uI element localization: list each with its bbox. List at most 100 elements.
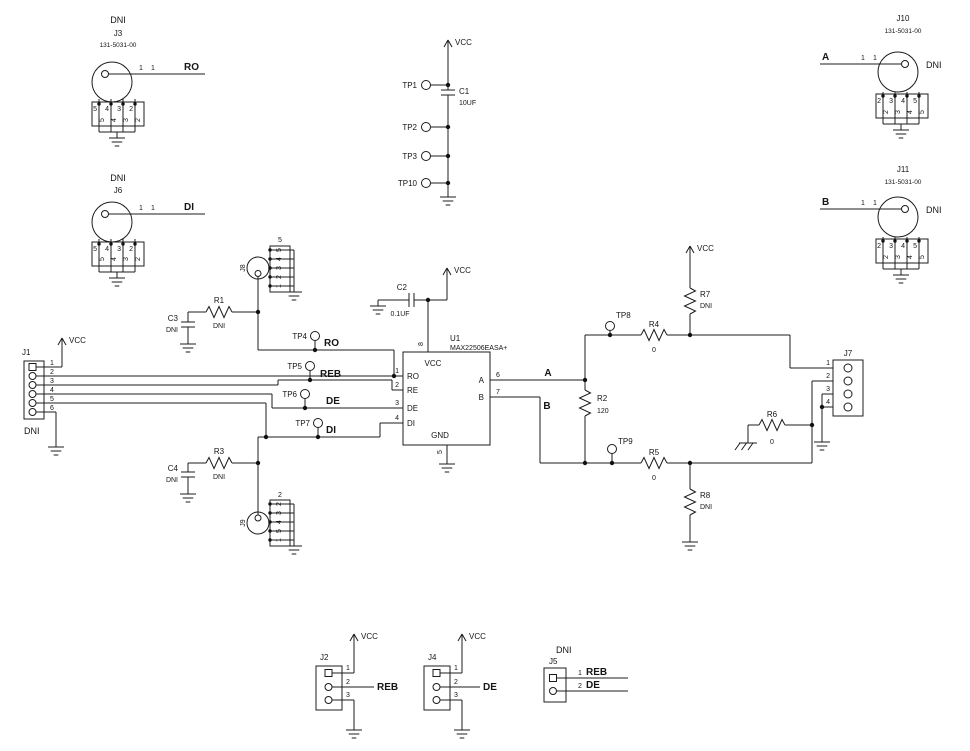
j10-pin-number: 1 — [873, 55, 877, 62]
j11-dni-label: DNI — [926, 205, 942, 215]
j8-top-pin-label: 5 — [278, 237, 282, 244]
u1-pin4-number: 4 — [395, 415, 399, 422]
c2-decoupling: VCC C2 0.1UF — [369, 266, 471, 318]
r6-value: 0 — [770, 439, 774, 446]
j11-jack-body — [877, 196, 919, 238]
tp8-label: TP8 — [616, 311, 631, 320]
jack-j6: DNI J6 1 1 DI 5 4 3 2 5 4 3 2 — [91, 173, 205, 287]
j3-shield-pin-label-rot: 4 — [111, 118, 118, 122]
u1-pin8-number: 8 — [418, 342, 425, 346]
c4-ref: C4 — [168, 464, 179, 473]
vcc-label: VCC — [361, 632, 378, 641]
tp9-label: TP9 — [618, 437, 633, 446]
tp1-label: TP1 — [402, 81, 417, 90]
tp10-label: TP10 — [398, 179, 418, 188]
j5-body — [543, 667, 567, 703]
j3-pin-number: 1 — [139, 65, 143, 72]
j11-part-number: 131-5031-00 — [885, 179, 922, 186]
j9-pin-label-rot: 3 — [276, 511, 283, 515]
j10-shield-pin-label-rot: 4 — [907, 110, 914, 114]
c1-value: 10UF — [459, 100, 476, 107]
tp3-label: TP3 — [402, 152, 417, 161]
j7-pin-label: 4 — [826, 399, 830, 406]
j3-ref: J3 — [114, 29, 123, 38]
u1-a-pin-label: A — [479, 376, 485, 385]
c1-ref: C1 — [459, 87, 470, 96]
net-label-ro: RO — [324, 338, 339, 349]
u1-pin3-number: 3 — [395, 400, 399, 407]
j6-shield-pin-label: 5 — [93, 246, 97, 253]
j8-pin-label-rot: 4 — [276, 257, 283, 261]
j11-shield-pin-label: 2 — [877, 243, 881, 250]
j11-footprint — [875, 238, 929, 264]
r6-ref: R6 — [767, 410, 778, 419]
connector-j1: J1 1 2 3 4 5 6 DNI VCC — [22, 336, 403, 456]
j9-pin-label-rot: 4 — [276, 520, 283, 524]
jack-j3: DNI J3 131-5031-00 1 1 RO 5 4 3 2 5 4 3 … — [91, 15, 205, 147]
j7-pin-label: 1 — [826, 360, 830, 367]
net-label-di: DI — [326, 425, 336, 436]
j3-footprint — [91, 101, 145, 127]
r2-value: 120 — [597, 408, 609, 415]
jack-j10: J10 131-5031-00 A 1 1 DNI 2 3 4 5 2 3 4 … — [820, 14, 942, 139]
vcc-label: VCC — [469, 632, 486, 641]
r1-c3-j8-cluster: J8 5 5 4 3 2 1 R1 DNI C3 DNI — [166, 237, 303, 353]
j11-shield-pin-label: 5 — [913, 243, 917, 250]
j1-body — [23, 360, 45, 420]
j2-pin-label: 3 — [346, 692, 350, 699]
c3-ref: C3 — [168, 314, 179, 323]
j4-pin-label: 1 — [454, 665, 458, 672]
tp2-label: TP2 — [402, 123, 417, 132]
j6-footprint — [91, 241, 145, 267]
j10-shield-pin-label-rot: 5 — [919, 110, 926, 114]
j6-pin-number: 1 — [151, 205, 155, 212]
j6-shield-pin-label-rot: 3 — [123, 257, 130, 261]
j6-shield-pin-label: 4 — [105, 246, 109, 253]
j2-body — [315, 665, 343, 711]
net-label-b: B — [822, 197, 829, 208]
vcc-label: VCC — [455, 38, 472, 47]
j11-ref: J11 — [897, 165, 910, 174]
j5-ref: J5 — [549, 657, 558, 666]
j4-body — [423, 665, 451, 711]
j11-shield-pin-label-rot: 2 — [883, 255, 890, 259]
j10-shield-pin-label: 4 — [901, 98, 905, 105]
j1-pin-label: 4 — [50, 387, 54, 394]
j8-pin-label-rot: 2 — [276, 275, 283, 279]
j7-ref: J7 — [844, 349, 853, 358]
u1-pin2-number: 2 — [395, 382, 399, 389]
j8-pin-label-rot: 1 — [276, 284, 283, 288]
jack-j11: J11 131-5031-00 B 1 1 DNI 2 3 4 5 2 3 4 … — [820, 165, 942, 284]
tp4-label: TP4 — [292, 332, 307, 341]
j10-shield-pin-label: 2 — [877, 98, 881, 105]
j5-dni-label: DNI — [556, 645, 572, 655]
j1-pin-label: 6 — [50, 405, 54, 412]
j3-shield-pin-label-rot: 2 — [135, 118, 142, 122]
j9-ref: J9 — [240, 519, 247, 527]
j3-dni-label: DNI — [110, 15, 126, 25]
j3-shield-pin-label: 4 — [105, 106, 109, 113]
c2-ref: C2 — [397, 283, 408, 292]
j8-pin-label-rot: 5 — [276, 248, 283, 252]
j1-pin-label: 2 — [50, 369, 54, 376]
tp7-label: TP7 — [295, 419, 310, 428]
j9-pin-label-rot: 2 — [276, 502, 283, 506]
j11-shield-pin-label-rot: 5 — [919, 255, 926, 259]
r3-ref: R3 — [214, 447, 225, 456]
u1-gnd-pin-label: GND — [431, 431, 449, 440]
c2-value: 0.1UF — [390, 311, 409, 318]
net-label-di: DI — [184, 202, 194, 213]
r5-ref: R5 — [649, 448, 660, 457]
net-label-de: DE — [483, 682, 497, 693]
u1-pin1-number: 1 — [395, 368, 399, 375]
j6-shield-pin-label-rot: 2 — [135, 257, 142, 261]
j5-pin1-pad — [549, 674, 557, 682]
j10-footprint — [875, 93, 929, 119]
net-label-de: DE — [326, 396, 340, 407]
ic-u1: U1 MAX22506EASA+ 8 VCC RO RE DE DI 1 2 3… — [395, 300, 507, 473]
j4-pin-label: 2 — [454, 679, 458, 686]
j10-shield-pin-label-rot: 3 — [895, 110, 902, 114]
j6-shield-pin-label: 3 — [117, 246, 121, 253]
r8-ref: R8 — [700, 491, 711, 500]
